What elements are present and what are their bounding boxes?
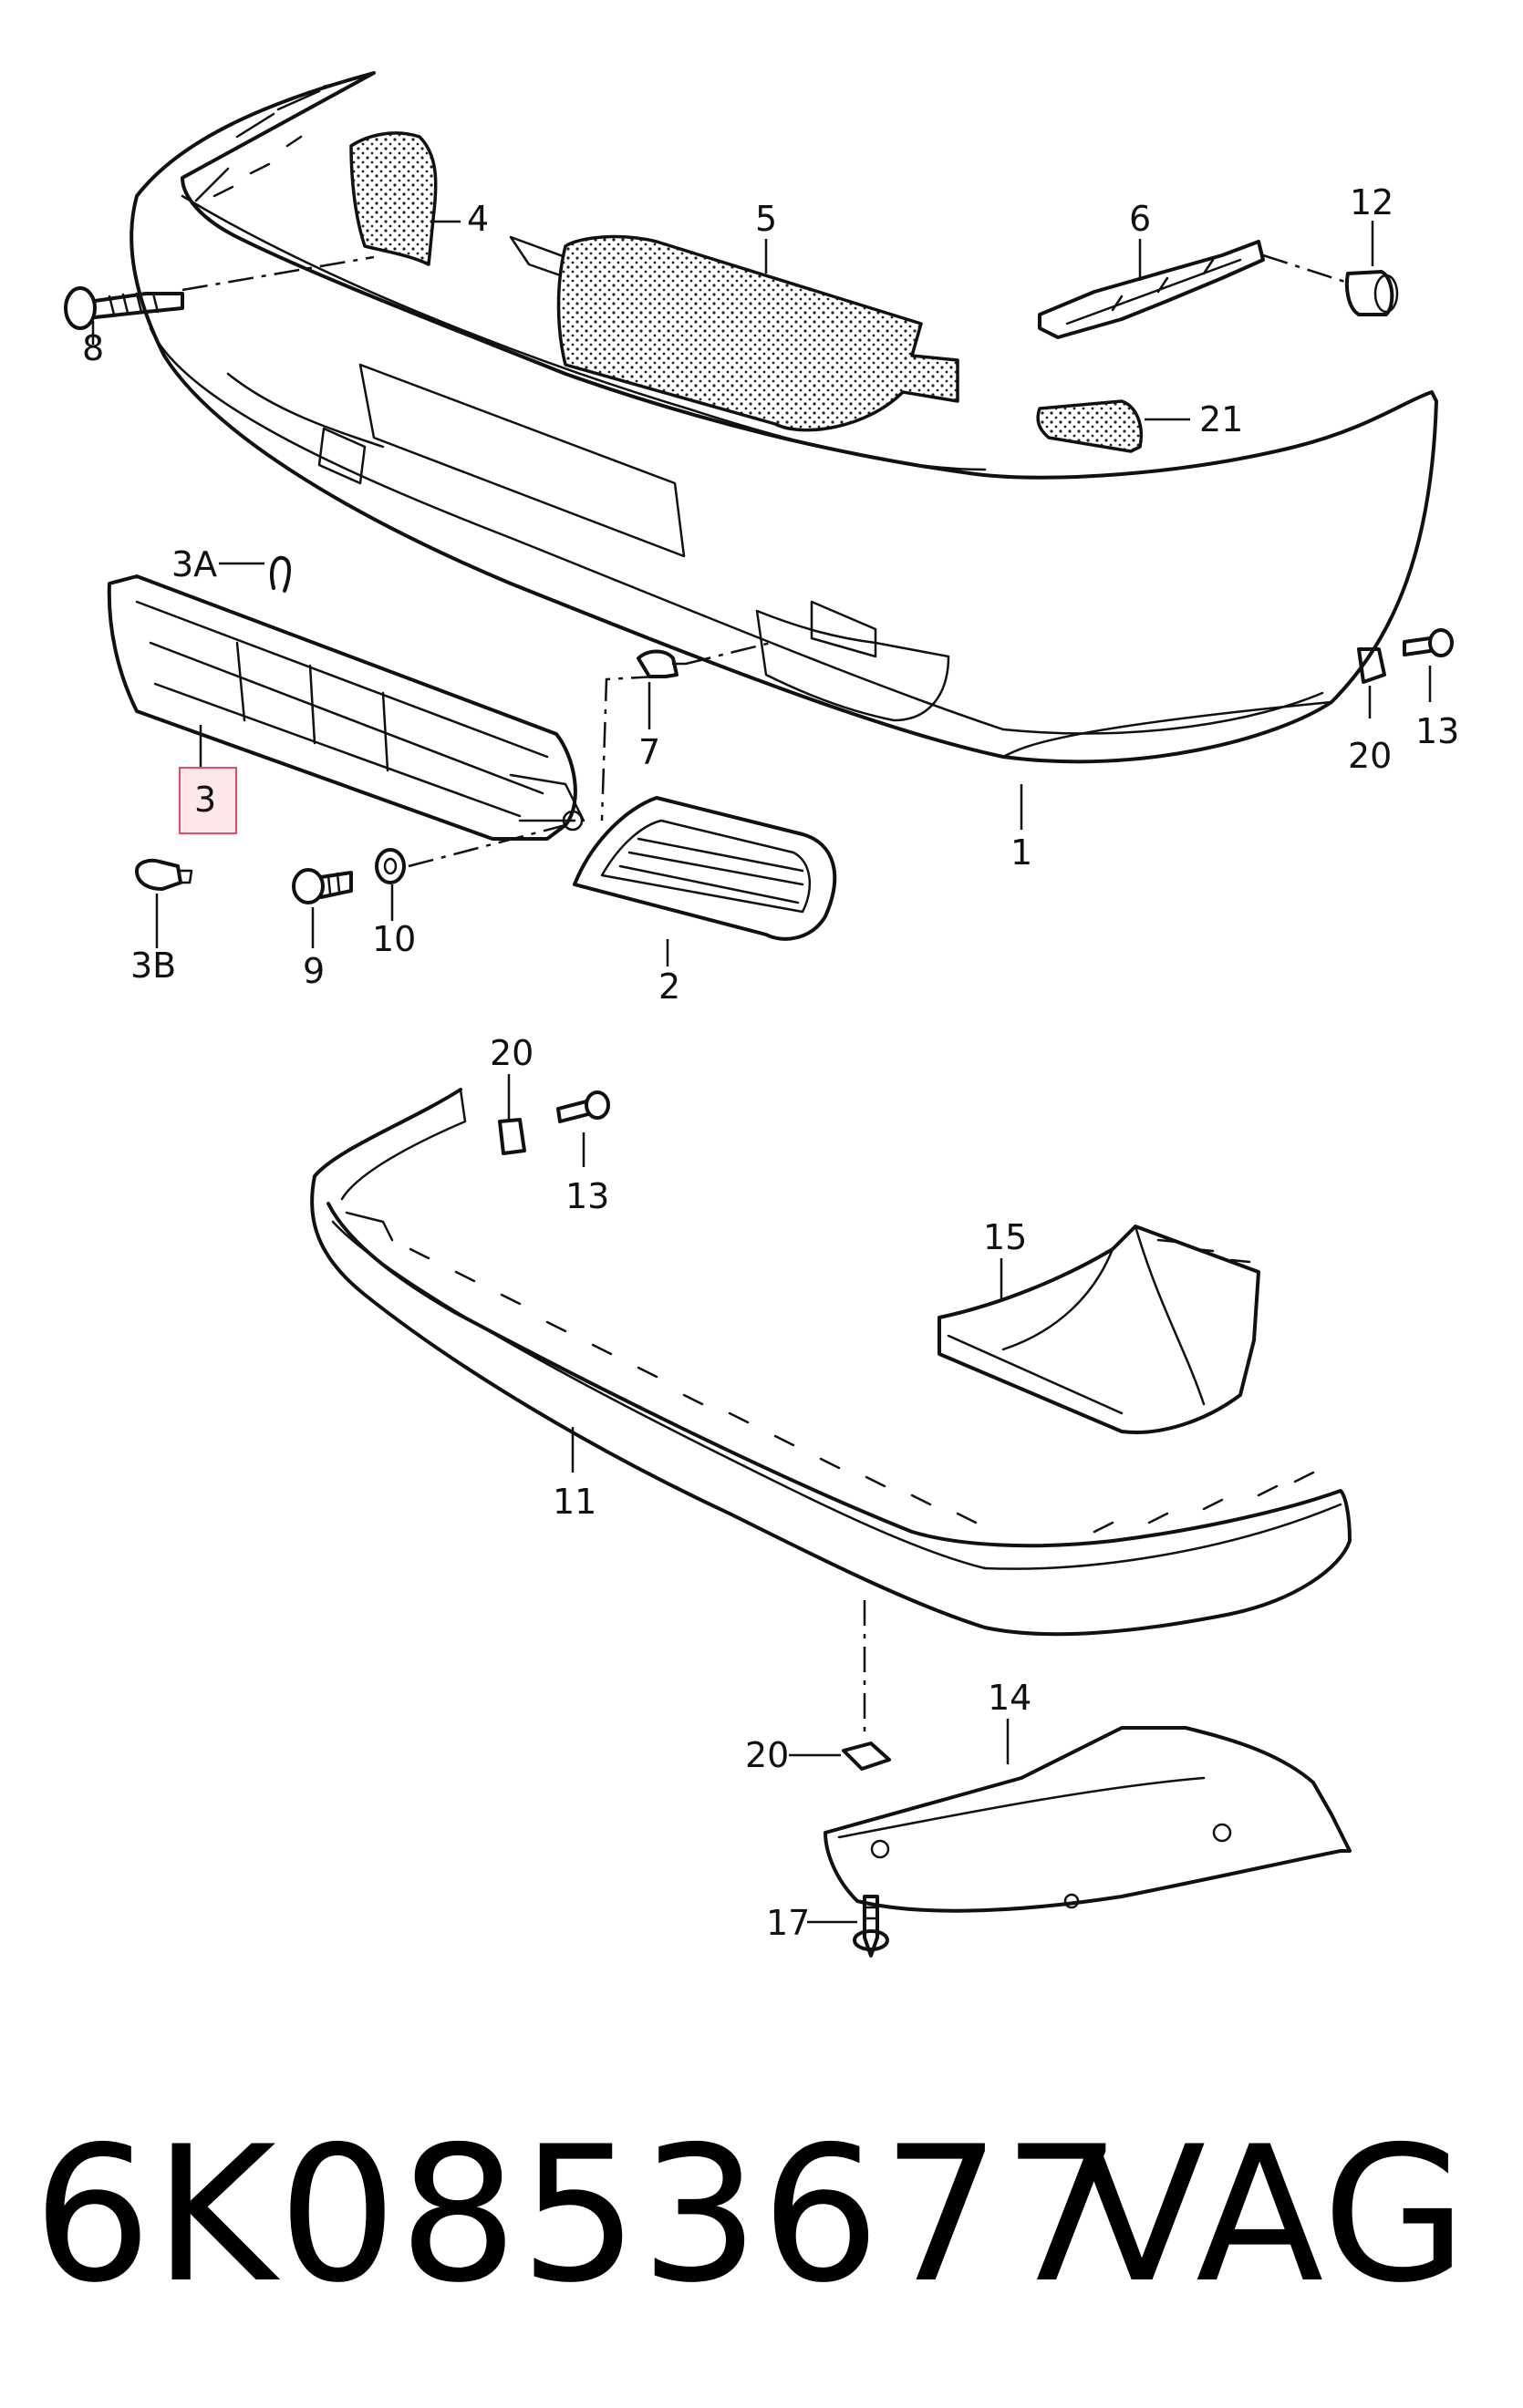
part-8-screw [64, 286, 184, 330]
highlight-box-3 [179, 767, 237, 834]
label-1: 1 [1010, 832, 1032, 873]
label-20-lower: 20 [490, 1033, 534, 1073]
label-12: 12 [1350, 182, 1393, 222]
part-11-lower-spoiler [310, 1088, 1352, 1637]
part-3b-clip [135, 858, 193, 891]
part-10-washer [375, 848, 406, 884]
label-13-front: 13 [1415, 711, 1459, 751]
part-20-clip-undertray [842, 1741, 891, 1771]
leader-lines [91, 220, 1432, 1924]
label-20-front: 20 [1348, 736, 1392, 776]
label-10: 10 [372, 919, 416, 959]
part-17-screw [853, 1895, 889, 1958]
part-13-bolt-front [1403, 628, 1454, 657]
label-9: 9 [303, 951, 325, 991]
label-5: 5 [755, 199, 777, 239]
part-3a-clip [270, 555, 291, 593]
part-3-grille [107, 574, 585, 841]
part-4-insert [349, 131, 438, 266]
label-20-undertray: 20 [745, 1735, 789, 1775]
part-5-absorber [556, 234, 959, 432]
part-20-nut-lower [498, 1118, 526, 1155]
label-7: 7 [638, 732, 660, 772]
part-9-bolt [292, 868, 353, 904]
part-2-side-grille [573, 796, 837, 941]
part-13-bolt-lower [556, 1090, 610, 1123]
footer: 6K0853677 VAG [27, 2079, 1505, 2352]
label-11: 11 [553, 1482, 596, 1522]
label-15: 15 [983, 1217, 1027, 1257]
label-17: 17 [766, 1903, 810, 1943]
label-3[interactable]: 3 [194, 780, 216, 820]
part-6-bracket [1038, 240, 1265, 339]
part-7-clip [637, 649, 688, 678]
label-8: 8 [82, 328, 104, 368]
label-21: 21 [1199, 399, 1243, 439]
part-14-undertray [824, 1726, 1352, 1913]
part-20-nut-front [1357, 647, 1386, 684]
brand-name: VAG [1078, 2107, 1469, 2324]
label-13-lower: 13 [565, 1176, 609, 1216]
part-number: 6K0853677 [33, 2107, 1124, 2324]
label-3b: 3B [130, 946, 176, 986]
label-2: 2 [658, 966, 680, 1007]
part-12-clip [1344, 270, 1399, 316]
label-14: 14 [988, 1678, 1031, 1718]
part-labels: 4 5 6 12 21 8 3A 3 3B 9 10 2 7 1 20 13 2… [82, 182, 1459, 1943]
assembly-lines [181, 253, 1349, 1737]
label-6: 6 [1129, 199, 1151, 239]
label-4: 4 [467, 199, 489, 239]
part-21-block [1036, 399, 1143, 453]
label-3a: 3A [171, 544, 217, 584]
part-15-air-duct [938, 1225, 1260, 1434]
